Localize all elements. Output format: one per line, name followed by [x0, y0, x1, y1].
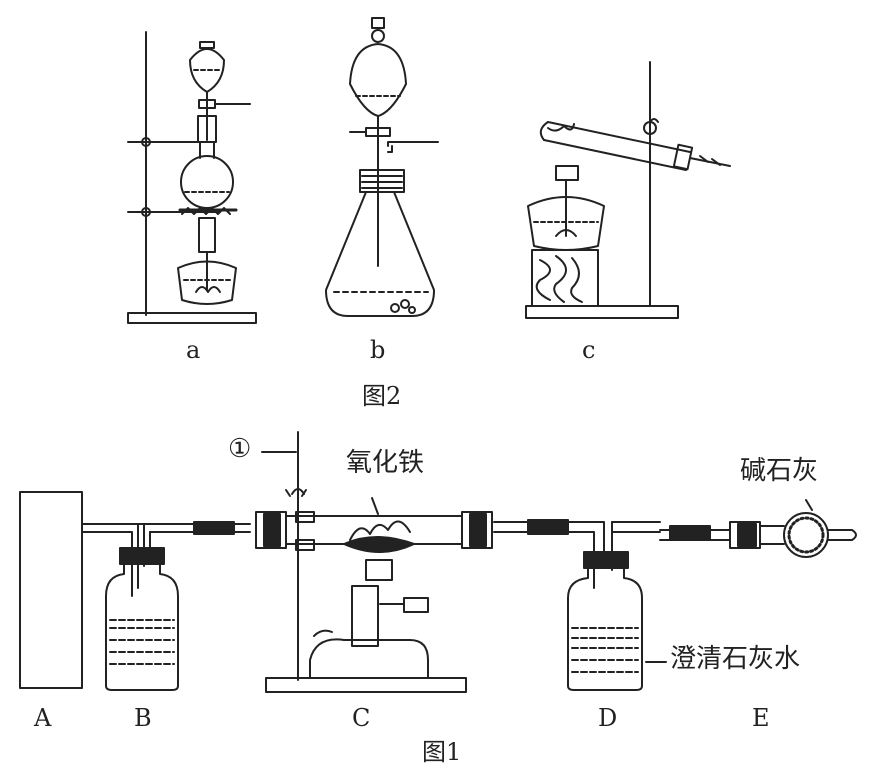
iron-oxide-leader — [372, 498, 378, 514]
apparatus-c — [526, 62, 730, 318]
drying-tube-e — [730, 500, 856, 557]
soda-lime-label: 碱石灰 — [740, 456, 819, 486]
circled-one-label: ① — [228, 434, 252, 464]
label-a: a — [186, 336, 201, 364]
apparatus-b — [326, 18, 438, 316]
limewater-label: 澄清石灰水 — [670, 644, 801, 674]
connecting-tubes — [82, 520, 730, 596]
figure2-caption: 图2 — [362, 382, 402, 410]
apparatus-c-reaction — [256, 432, 492, 692]
apparatus-a — [128, 32, 256, 323]
gas-generator-a — [20, 492, 82, 688]
label-C: C — [352, 704, 371, 732]
figure1-caption: 图1 — [422, 738, 462, 766]
label-b: b — [370, 336, 386, 364]
label-E: E — [752, 704, 770, 732]
label-B: B — [134, 704, 152, 732]
label-D: D — [598, 704, 618, 732]
label-c: c — [582, 336, 596, 364]
label-A: A — [34, 704, 52, 732]
bottle-d — [568, 552, 666, 690]
iron-oxide-label: 氧化铁 — [346, 448, 425, 478]
bottle-b — [106, 548, 178, 690]
